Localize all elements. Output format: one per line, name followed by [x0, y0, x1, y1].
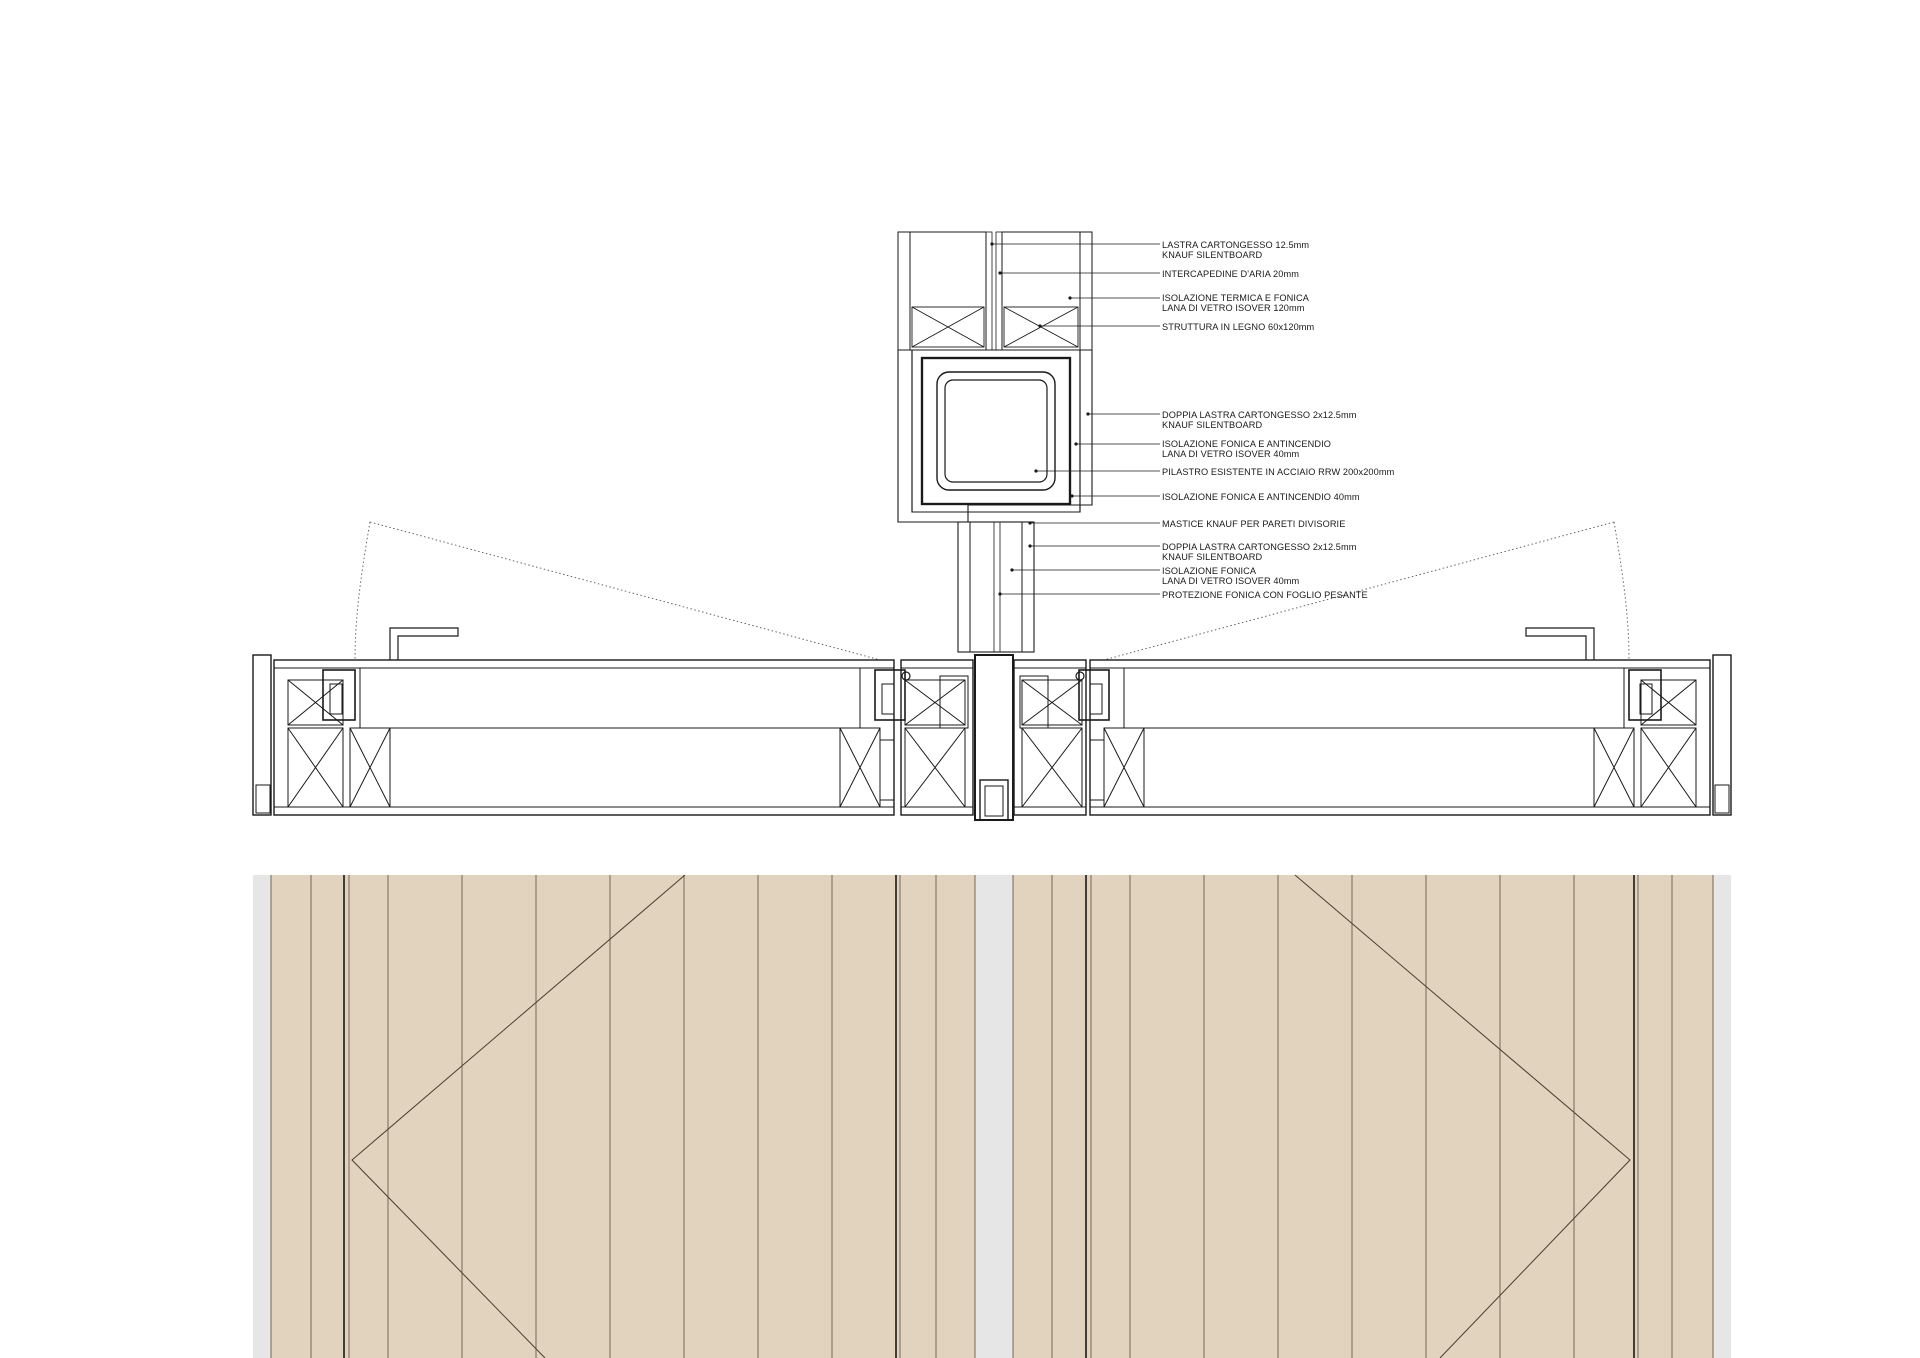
upper-wall-section	[897, 231, 1093, 653]
annotation-a9: MASTICE KNAUF PER PARETI DIVISORIE	[1162, 519, 1345, 529]
annotation-a8: ISOLAZIONE FONICA E ANTINCENDIO 40mm	[1162, 492, 1360, 502]
annotation-a10: DOPPIA LASTRA CARTONGESSO 2x12.5mm KNAUF…	[1162, 542, 1359, 562]
annotation-a4: STRUTTURA IN LEGNO 60x120mm	[1162, 322, 1315, 332]
annotation-a3: ISOLAZIONE TERMICA E FONICA LANA DI VETR…	[1162, 293, 1311, 313]
annotation-a7: PILASTRO ESISTENTE IN ACCIAIO RRW 200x20…	[1162, 467, 1395, 477]
annotations: LASTRA CARTONGESSO 12.5mm KNAUF SILENTBO…	[1162, 240, 1395, 600]
opening-diagonals	[351, 874, 1631, 1358]
annotation-a6: ISOLAZIONE FONICA E ANTINCENDIO LANA DI …	[1162, 439, 1334, 459]
annotation-a11: ISOLAZIONE FONICA LANA DI VETRO ISOVER 4…	[1162, 566, 1300, 586]
annotation-a1: LASTRA CARTONGESSO 12.5mm KNAUF SILENTBO…	[1162, 240, 1312, 260]
annotation-a12: PROTEZIONE FONICA CON FOGLIO PESANTE	[1162, 590, 1368, 600]
annotation-leaders	[992, 243, 1160, 595]
annotation-a5: DOPPIA LASTRA CARTONGESSO 2x12.5mm KNAUF…	[1162, 410, 1359, 430]
horizontal-section	[252, 654, 1732, 821]
elevation	[253, 874, 1731, 1358]
door-swing-arcs	[354, 521, 1630, 661]
door-handles	[389, 627, 1595, 660]
annotation-a2: INTERCAPEDINE D'ARIA 20mm	[1162, 269, 1299, 279]
leader-dots	[990, 242, 1090, 596]
